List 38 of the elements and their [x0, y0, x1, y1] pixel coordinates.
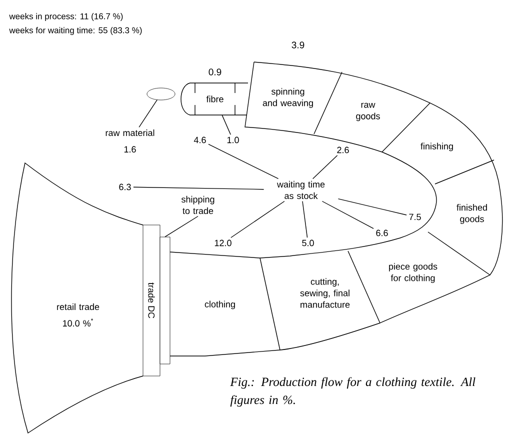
stage-label: finishing	[420, 142, 453, 152]
stage-label: waiting time as stock	[276, 180, 325, 200]
callout-number: 1.0	[227, 136, 239, 144]
ellipse-symbol	[146, 88, 176, 100]
trade-box: trade DC	[142, 224, 160, 376]
leader-line	[133, 186, 264, 190]
callout-number: 2.6	[337, 146, 349, 154]
stage-label: raw goods	[356, 102, 380, 122]
leader-text: shipping to trade	[182, 196, 214, 214]
stage-label: retail trade 10.0 %$^{*}$	[57, 303, 100, 327]
callout-number: 7.5	[409, 214, 421, 220]
stage-label: clothing	[204, 300, 235, 310]
stage-label: finished goods	[456, 204, 487, 224]
shipping-box	[160, 236, 170, 364]
leader-line	[208, 144, 279, 180]
stage-label: piece goods for clothing	[389, 263, 438, 283]
leader-line	[322, 200, 374, 229]
callout-number: 5.0	[302, 240, 314, 246]
stage-label: spinning and weaving	[262, 88, 313, 108]
callout-number: 6.6	[376, 230, 388, 236]
leader-line	[312, 155, 338, 180]
leader-line	[338, 198, 407, 216]
callout-number: 3.9	[292, 42, 304, 48]
callout-number: 0.9	[208, 68, 222, 76]
callout-number: 4.6	[194, 136, 206, 144]
leader-line	[302, 200, 308, 238]
stage-label: fibre	[206, 96, 224, 102]
leader-line	[222, 114, 231, 135]
leader-line	[138, 100, 158, 128]
header-note: weeks in process: 11 (16.7 %)	[9, 13, 123, 21]
callout-number: 6.3	[119, 184, 131, 190]
header-note: weeks for waiting time: 55 (83.3 %)	[9, 27, 142, 35]
leader-line	[230, 200, 285, 238]
leader-text: raw material 1.6	[106, 129, 154, 153]
callout-number: 12.0	[214, 240, 232, 246]
leader-line	[164, 216, 198, 238]
stage-label: cutting, sewing, final manufacture	[300, 278, 350, 308]
caption: Fig.: Production flow for a clothing textile. All figures in %.	[230, 377, 476, 407]
